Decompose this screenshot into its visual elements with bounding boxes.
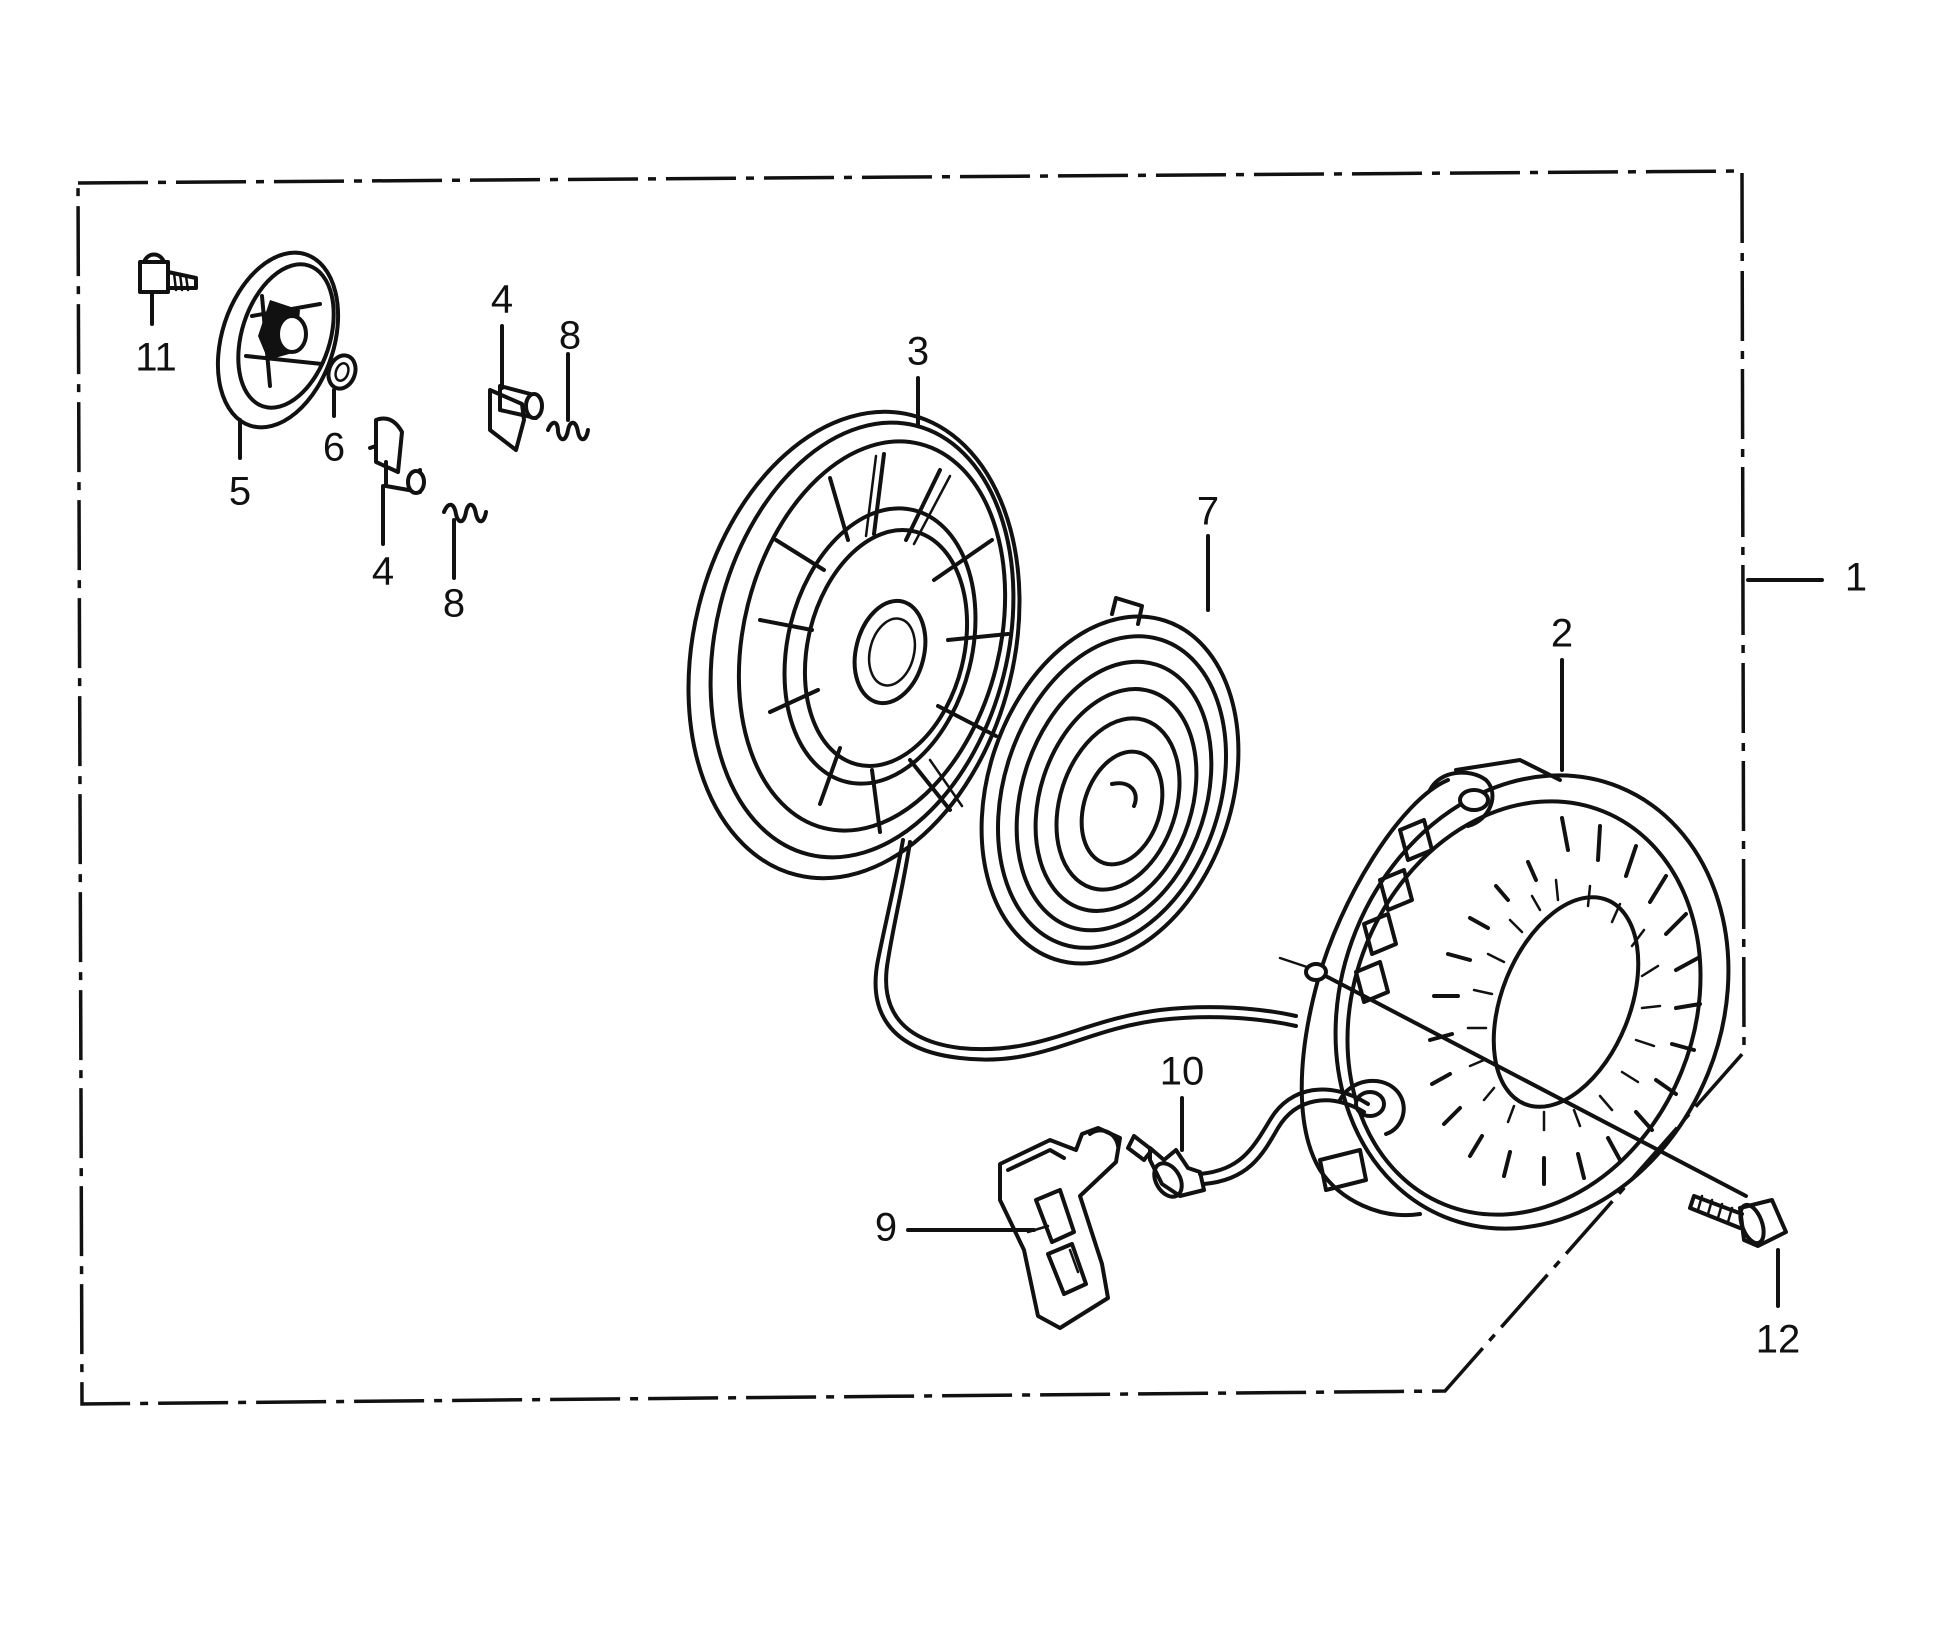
callout-8-upper: 8 bbox=[559, 314, 581, 358]
callout-2: 2 bbox=[1551, 612, 1573, 656]
callout-4-upper: 4 bbox=[491, 278, 513, 322]
callout-12: 12 bbox=[1756, 1318, 1801, 1362]
part-10-rope-holder bbox=[1126, 1134, 1206, 1199]
callout-7: 7 bbox=[1197, 490, 1219, 534]
callout-labels: 11 5 6 4 4 8 8 3 7 2 1 10 9 12 bbox=[135, 278, 1867, 1362]
part-5-ratchet-plate bbox=[215, 250, 341, 430]
callout-5: 5 bbox=[229, 470, 251, 514]
callout-10: 10 bbox=[1160, 1050, 1205, 1094]
callout-3: 3 bbox=[907, 330, 929, 374]
part-12-bolt bbox=[1688, 1194, 1788, 1248]
callout-11: 11 bbox=[135, 336, 177, 380]
callout-1: 1 bbox=[1845, 556, 1867, 600]
part-9-starter-grip bbox=[998, 1126, 1122, 1330]
rope-to-handle bbox=[1198, 1087, 1370, 1186]
part-4-pawl-upper bbox=[488, 384, 544, 452]
leader-lines bbox=[150, 292, 1824, 1308]
part-7-recoil-spring bbox=[979, 596, 1241, 966]
callout-8-lower: 8 bbox=[443, 582, 465, 626]
part-8-spring-lower bbox=[442, 502, 488, 524]
callout-9: 9 bbox=[875, 1206, 897, 1250]
callout-4-lower: 4 bbox=[372, 550, 394, 594]
callout-6: 6 bbox=[323, 426, 345, 470]
assembly-frame bbox=[76, 169, 1746, 1406]
starter-rope bbox=[873, 838, 1298, 1062]
part-8-spring-upper bbox=[546, 420, 590, 442]
part-11-bolt bbox=[138, 252, 198, 294]
part-3-starter-pulley bbox=[686, 409, 1022, 881]
part-6-washer bbox=[326, 353, 358, 391]
part-2-starter-case bbox=[1278, 758, 1748, 1231]
part-4-pawl-lower bbox=[368, 416, 426, 495]
